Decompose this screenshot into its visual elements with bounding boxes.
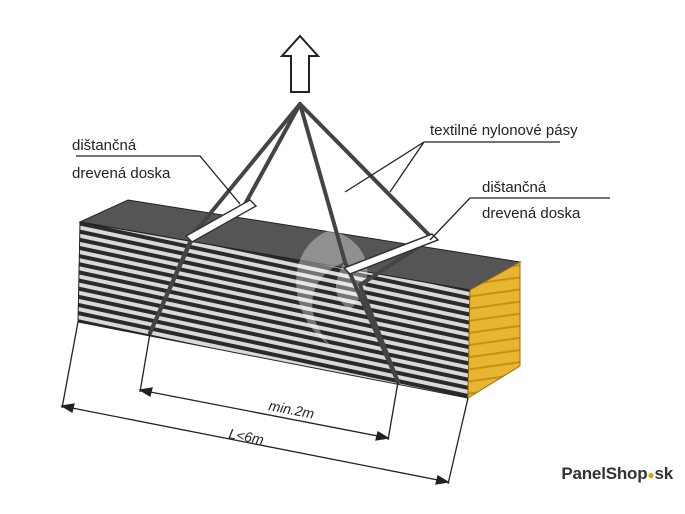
- panel-stack: [77, 199, 522, 399]
- dimension-lines: [60, 321, 469, 485]
- brand-name: PanelShop: [561, 464, 648, 483]
- brand-dot-icon: ●: [647, 468, 655, 482]
- right-spacer-label-line1: dištančná: [482, 179, 547, 196]
- callout-leaders: [76, 141, 610, 241]
- brand-logo: PanelShop●sk: [561, 464, 673, 484]
- min-distance-label: min.2m: [267, 397, 315, 422]
- straps-label: textilné nylonové pásy: [430, 122, 578, 139]
- watermark-logo-icon: [296, 230, 368, 345]
- max-length-label: L<6m: [227, 425, 265, 448]
- left-spacer-label-line1: dištančná: [72, 137, 137, 154]
- brand-tld: sk: [654, 464, 673, 483]
- spacer-boards: [184, 199, 440, 275]
- right-spacer-label-line2: drevená doska: [482, 205, 581, 222]
- panel-end-face: [467, 261, 521, 399]
- left-spacer-label-line2: drevená doska: [72, 165, 171, 182]
- lift-arrow-icon: [279, 34, 321, 93]
